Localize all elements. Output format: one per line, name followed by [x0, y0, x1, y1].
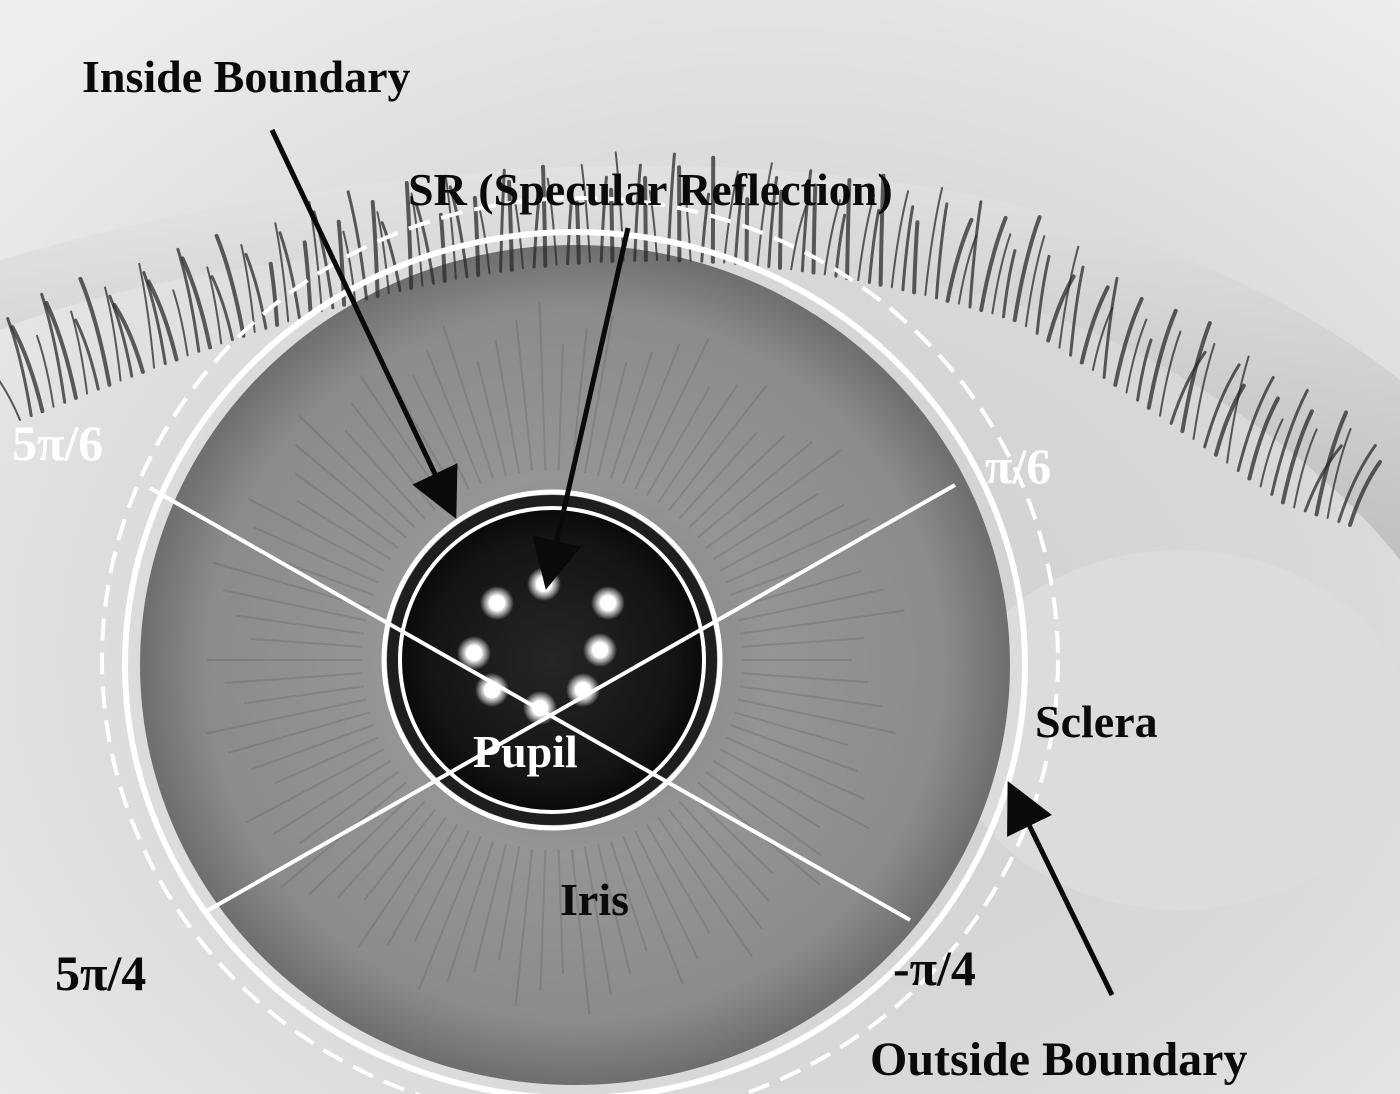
sclera-label: Sclera — [1035, 696, 1158, 747]
iris-label: Iris — [560, 874, 629, 925]
specular-reflection-arrow — [532, 227, 631, 590]
angle-5pi4-label: 5π/4 — [55, 945, 146, 1001]
outside-boundary-arrow — [1007, 781, 1115, 997]
outside-boundary-label: Outside Boundary — [870, 1033, 1247, 1086]
inside-boundary-circle-outer — [381, 489, 723, 831]
inside-boundary-arrow — [269, 128, 458, 520]
sector-line-5pi4-to-pi6 — [204, 483, 956, 914]
pupil-label: Pupil — [473, 726, 578, 777]
angle-5pi6-label: 5π/6 — [12, 415, 103, 471]
upper-eyelid — [0, 165, 1400, 560]
outside-boundary-dashed-circle — [100, 196, 1060, 1094]
sclera-region — [950, 550, 1400, 910]
eyelashes — [0, 151, 1382, 527]
sector-lines — [149, 483, 956, 922]
outside-boundary-circle — [122, 229, 1028, 1094]
angle-neg-pi4-label: -π/4 — [893, 940, 976, 996]
angle-pi6-label: π/6 — [985, 438, 1051, 494]
sector-line-5pi6-to-neg-pi4 — [149, 486, 911, 922]
specular-reflection-label: SR (Specular Reflection) — [408, 164, 893, 215]
inside-boundary-label: Inside Boundary — [82, 51, 411, 102]
inside-boundary-circle-inner — [398, 506, 706, 814]
